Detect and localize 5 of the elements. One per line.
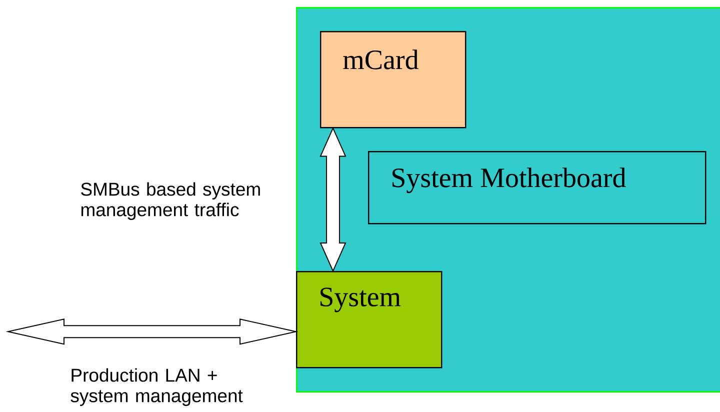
component-box: System xyxy=(296,271,442,368)
annotation-text: Production LAN + system management xyxy=(70,368,243,406)
component-box: mCard xyxy=(320,31,466,128)
component-box: System Motherboard xyxy=(368,151,706,224)
annotation-text: SMBus based system management traffic xyxy=(81,182,260,220)
